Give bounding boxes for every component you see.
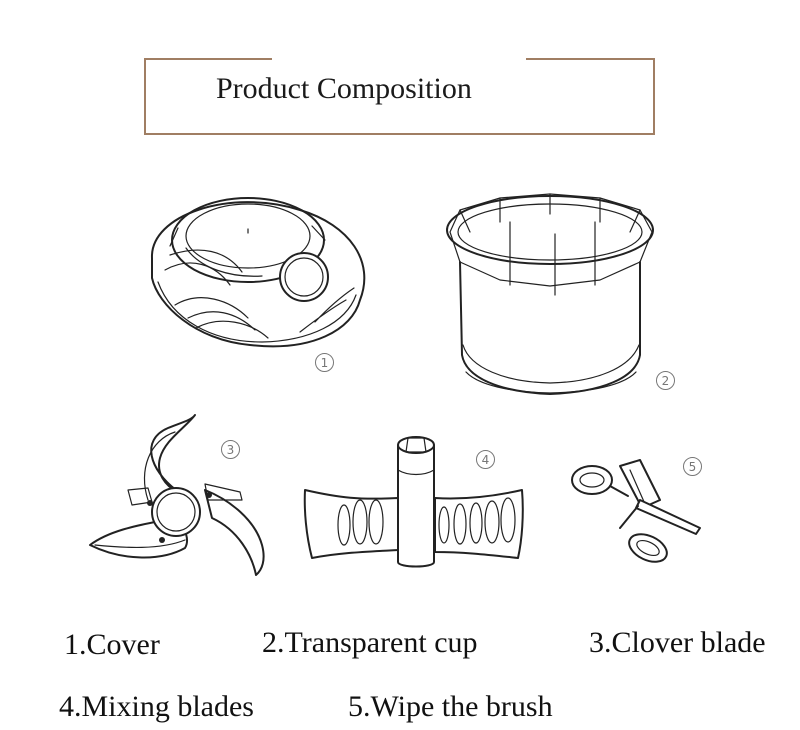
cup-illustration [446,193,654,395]
page-title: Product Composition [216,72,472,105]
clover-blade-illustration [89,414,265,576]
caption-mixing-blades: 4.Mixing blades [59,690,254,723]
caption-wipe-brush: 5.Wipe the brush [348,690,553,723]
mixing-blades-illustration [303,436,524,568]
cover-illustration [150,197,366,348]
marker-2: 2 [656,371,675,390]
caption-transparent-cup: 2.Transparent cup [262,626,478,659]
wipe-brush-illustration [571,459,701,563]
marker-3: 3 [221,440,240,459]
caption-cover: 1.Cover [64,628,160,661]
title-frame [144,57,655,135]
marker-5: 5 [683,457,702,476]
marker-4: 4 [476,450,495,469]
marker-1: 1 [315,353,334,372]
caption-clover-blade: 3.Clover blade [589,626,766,659]
title-frame-gap [272,57,526,62]
